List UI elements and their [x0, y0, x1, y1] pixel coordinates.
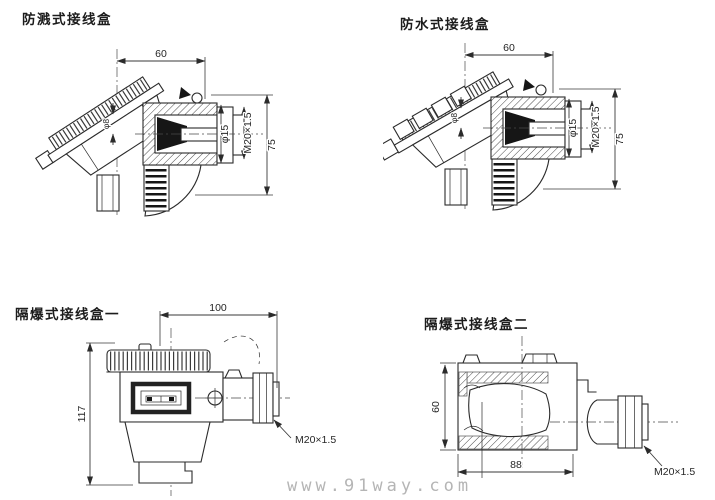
process-nut [444, 168, 468, 206]
dimension-top-width: 100 [159, 301, 278, 388]
svg-text:60: 60 [430, 401, 442, 413]
svg-text:φ15: φ15 [219, 125, 231, 144]
dimension-neck-dia: φ15 [566, 98, 580, 158]
svg-text:M20×1.5: M20×1.5 [590, 106, 602, 147]
dimension-bore: φ8 [448, 97, 464, 139]
dimension-bottom-width: 88 [457, 454, 574, 477]
dimension-height: 117 [75, 342, 133, 486]
svg-text:88: 88 [510, 459, 522, 471]
svg-text:φ8: φ8 [101, 119, 111, 130]
panel-title-splash: 防溅式接线盒 [22, 12, 112, 28]
dimension-height: 75 [195, 94, 279, 196]
svg-text:60: 60 [155, 48, 167, 60]
svg-text:φ8: φ8 [449, 113, 459, 124]
cover-swing-arc [223, 335, 260, 365]
dimension-bore: φ8 [100, 103, 116, 145]
dimension-thread: M20×1.5 [589, 100, 603, 154]
dimension-height: 60 [430, 362, 456, 451]
splash-proof-drawing: 60 φ8 φ15 M20×1.5 75 [35, 47, 279, 217]
svg-text:117: 117 [76, 405, 88, 422]
svg-text:M20×1.5: M20×1.5 [295, 434, 336, 446]
process-nut [96, 174, 120, 212]
dimension-top-width: 60 [464, 41, 554, 93]
svg-text:60: 60 [503, 42, 515, 54]
thread-callout: M20×1.5 [643, 445, 697, 479]
thread-callout: M20×1.5 [273, 419, 338, 447]
side-outlet [550, 379, 678, 449]
threaded-nipple [143, 164, 170, 212]
dimension-height: 75 [543, 88, 627, 190]
cable-gland-barrel [135, 102, 263, 166]
cavity-section [468, 383, 551, 438]
svg-text:100: 100 [209, 302, 227, 314]
knurled-cap [106, 343, 211, 373]
cover-clamp-screw [179, 87, 203, 104]
dimension-neck-dia: φ15 [218, 104, 232, 164]
svg-text:M20×1.5: M20×1.5 [654, 466, 695, 478]
dimension-top-width: 60 [116, 47, 206, 99]
dimension-thread: M20×1.5 [241, 106, 255, 160]
svg-text:M20×1.5: M20×1.5 [242, 112, 254, 153]
panel-title-flameproof1: 隔爆式接线盒一 [15, 307, 120, 323]
flameproof2-drawing: 60 88 M20×1.5 [430, 336, 697, 479]
watermark: www.91way.com [287, 476, 473, 496]
cover-clamp-screw [523, 79, 547, 96]
svg-text:75: 75 [266, 139, 278, 151]
lower-taper [124, 421, 211, 484]
waterproof-drawing: 60 φ8 φ15 M20×1.5 75 [383, 41, 627, 211]
threaded-nipple [491, 158, 518, 206]
side-outlet [195, 369, 290, 424]
svg-text:φ15: φ15 [567, 119, 579, 138]
flameproof1-drawing: 100 117 M20×1.5 [75, 301, 338, 496]
panel-title-flameproof2: 隔爆式接线盒二 [424, 317, 529, 333]
cable-gland-barrel [483, 96, 611, 160]
panel-title-water: 防水式接线盒 [400, 17, 490, 33]
box-body [119, 371, 225, 423]
svg-text:75: 75 [614, 133, 626, 145]
box-body [457, 336, 578, 478]
